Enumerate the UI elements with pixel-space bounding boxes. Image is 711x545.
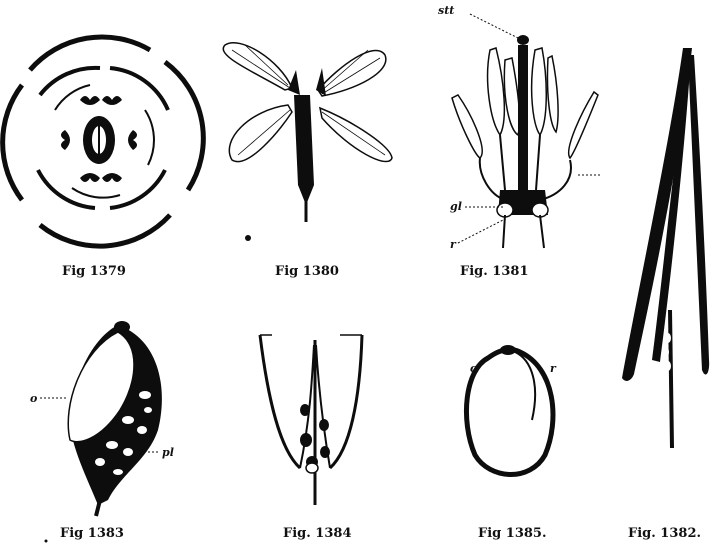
label-r: r bbox=[450, 238, 457, 251]
caption-fig-1379: Fig 1379 bbox=[62, 264, 126, 279]
caption-fig-1382: Fig. 1382. bbox=[628, 526, 701, 541]
label-gl: gl bbox=[450, 200, 462, 213]
figure-1382-silique: Fig. 1382. bbox=[622, 48, 709, 541]
caption-fig-1381: Fig. 1381 bbox=[460, 264, 529, 279]
caption-fig-1385: Fig 1385. bbox=[478, 526, 547, 541]
figure-1380-flower: Fig 1380 bbox=[223, 43, 392, 279]
caption-fig-1384: Fig. 1384 bbox=[283, 526, 352, 541]
figure-1383-fruit: o pl Fig 1383 bbox=[30, 321, 174, 541]
caption-fig-1380: Fig 1380 bbox=[275, 264, 339, 279]
label-pl: pl bbox=[162, 446, 174, 459]
label-r: r bbox=[550, 362, 557, 375]
label-c: c bbox=[470, 362, 477, 375]
figure-1379-floral-diagram: Fig 1379 bbox=[3, 37, 204, 279]
label-o: o bbox=[30, 392, 37, 405]
figure-1385-seed: c r Fig 1385. bbox=[466, 345, 557, 541]
figure-1384-valves: Fig. 1384 bbox=[260, 335, 362, 541]
caption-fig-1383: Fig 1383 bbox=[60, 526, 124, 541]
label-stt: stt bbox=[438, 4, 454, 17]
figure-1381-stamens: stt gl r Fig. 1381 bbox=[438, 4, 600, 279]
